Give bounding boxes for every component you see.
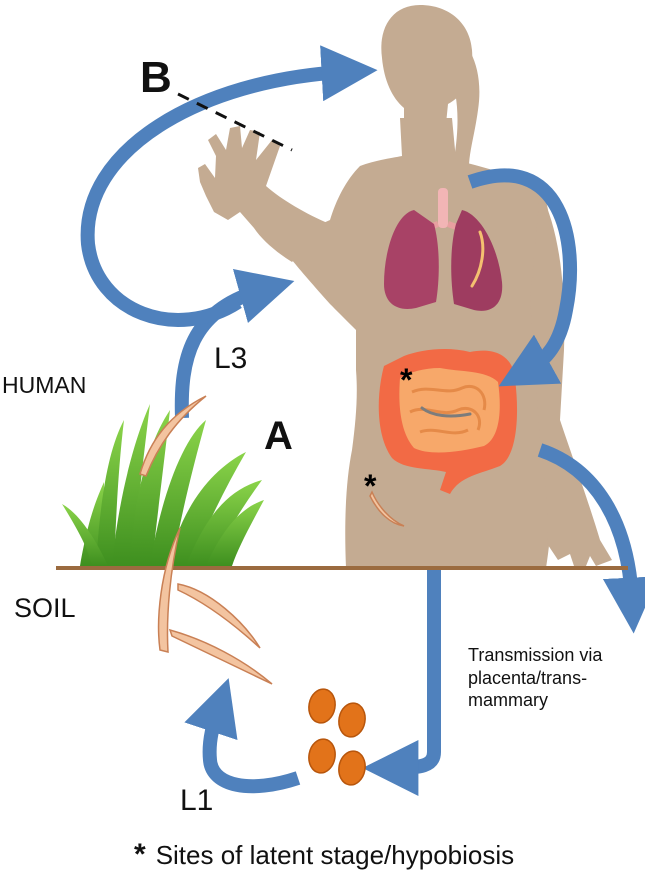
label-l1: L1 xyxy=(180,784,214,817)
lungs-icon xyxy=(384,188,503,311)
egg-icon xyxy=(308,688,366,786)
dashed-line-b xyxy=(177,92,293,152)
label-a: A xyxy=(264,414,293,458)
larva-icon xyxy=(139,395,405,685)
label-human: HUMAN xyxy=(2,372,87,398)
arrow-oral-route xyxy=(80,45,378,327)
arrow-to-eggs xyxy=(362,570,441,796)
legend: * Sites of latent stage/hypobiosis xyxy=(134,838,514,872)
arrow-transmammary xyxy=(537,443,645,634)
latent-marker-gut: * xyxy=(400,362,413,398)
arrow-skin-penetration xyxy=(174,269,295,419)
legend-text: Sites of latent stage/hypobiosis xyxy=(155,840,515,870)
label-soil: SOIL xyxy=(14,593,76,623)
intestine-icon xyxy=(378,349,518,494)
latent-marker-skin: * xyxy=(364,468,377,504)
label-l3: L3 xyxy=(214,342,248,375)
label-transmission: Transmission via placenta/trans-mammary xyxy=(468,645,603,710)
legend-star: * xyxy=(134,838,146,871)
arrow-l1-cycle xyxy=(184,678,301,794)
grass-icon xyxy=(62,404,264,566)
label-b: B xyxy=(140,53,172,102)
arrow-lung-to-gut xyxy=(467,168,578,387)
